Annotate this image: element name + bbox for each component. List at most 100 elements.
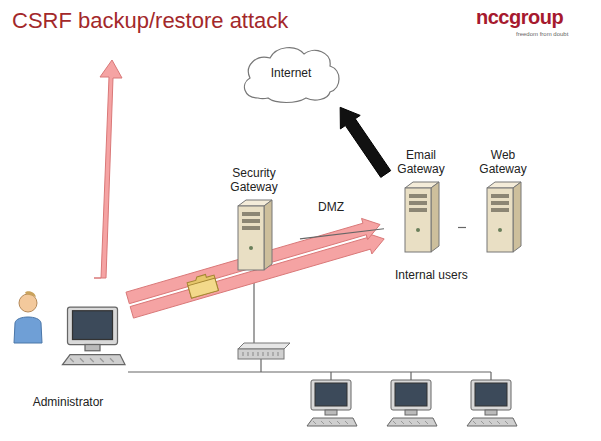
logo-tagline: freedom from doubt <box>516 30 568 38</box>
drawing-part <box>243 352 244 356</box>
arrow-shape <box>340 107 391 177</box>
drawing-part <box>242 226 260 230</box>
drawing-part <box>186 272 218 298</box>
link-line <box>300 229 384 239</box>
server-icon <box>401 180 441 254</box>
drawing-part <box>311 380 351 410</box>
internet-cloud: Internet <box>236 42 346 104</box>
drawing-part <box>242 212 260 216</box>
drawing-part <box>248 352 249 356</box>
node-label: Email Gateway <box>388 148 454 176</box>
network-link <box>300 229 384 239</box>
drawing-part <box>513 182 521 252</box>
computer-icon <box>307 380 357 426</box>
logo-text: nccgroup <box>476 6 563 28</box>
drawing-part <box>491 208 509 212</box>
server-icon <box>483 180 523 254</box>
drawing-part <box>345 421 348 424</box>
drawing-part <box>243 352 278 356</box>
drawing-part <box>395 383 427 406</box>
drawing-part <box>70 358 74 362</box>
drawing-part <box>417 421 420 424</box>
drawing-part <box>128 371 491 372</box>
drawing-part <box>325 410 337 415</box>
drawing-part <box>405 188 431 252</box>
drawing-part <box>238 349 284 359</box>
drawing-part <box>485 410 497 415</box>
drawing-part <box>264 200 272 270</box>
person-icon <box>14 291 42 343</box>
drawing-part <box>263 352 264 356</box>
drawing-part <box>329 421 332 424</box>
server-node: Security Gateway <box>212 166 296 272</box>
administrator-icon <box>8 283 128 395</box>
drawing-part <box>475 383 507 406</box>
drawing-part <box>425 421 428 424</box>
drawing-part <box>90 358 94 362</box>
drawing-part <box>409 201 427 205</box>
internal-computers <box>307 380 517 426</box>
label-holder: freedom from doubt <box>516 30 568 38</box>
drawing-part <box>405 410 417 415</box>
drawing-part <box>401 421 404 424</box>
drawing-part <box>278 352 279 356</box>
drawing-part <box>409 194 427 198</box>
drawing-part <box>19 294 37 312</box>
drawing-part <box>307 418 357 426</box>
node-label: Administrator <box>31 395 106 409</box>
drawing-part <box>14 317 42 343</box>
backup-folder-icon <box>186 272 218 298</box>
label-holder: nccgroup <box>476 6 563 28</box>
drawing-part <box>409 421 412 424</box>
server-node: Email Gateway <box>388 148 454 254</box>
drawing-part <box>80 358 84 362</box>
drawing-part <box>258 352 259 356</box>
computer-icon <box>63 307 126 365</box>
drawing-part <box>416 228 420 232</box>
zone-label: DMZ <box>318 200 344 214</box>
node-label: Security Gateway <box>212 166 296 194</box>
network-link <box>458 227 466 228</box>
drawing-part <box>253 352 254 356</box>
drawing-part <box>497 421 500 424</box>
drawing-part <box>481 421 484 424</box>
drawing-part <box>110 358 114 362</box>
node-label: Web Gateway <box>470 148 536 176</box>
drawing-part <box>249 246 253 250</box>
drawing-part <box>387 418 437 426</box>
drawing-part <box>273 352 274 356</box>
drawing-part <box>490 372 491 380</box>
computer-icon <box>467 380 517 426</box>
slide-title: CSRF backup/restore attack <box>12 8 288 34</box>
drawing-part <box>242 219 260 223</box>
drawing-part <box>409 208 427 212</box>
drawing-part <box>491 201 509 205</box>
label-holder: DMZ <box>318 200 344 214</box>
drawing-part <box>238 206 264 270</box>
node-label: Internet <box>269 66 314 80</box>
admin-workstation: Administrator <box>8 283 128 409</box>
drawing-part <box>505 421 508 424</box>
drawing-part <box>391 380 431 410</box>
computer-icon <box>387 380 437 426</box>
drawing-part <box>473 421 476 424</box>
server-node: Web Gateway <box>470 148 536 254</box>
server-icon <box>234 198 274 272</box>
drawing-part <box>393 421 396 424</box>
drawing-part <box>85 345 100 351</box>
drawing-part <box>268 352 269 356</box>
cloud-shape <box>244 48 339 103</box>
drawing-part <box>467 418 517 426</box>
drawing-part <box>431 182 439 252</box>
drawing-part <box>73 311 113 340</box>
drawing-part <box>68 307 118 345</box>
drawing-part <box>238 343 290 349</box>
drawing-part <box>321 421 324 424</box>
drawing-part <box>487 188 513 252</box>
drawing-part <box>330 372 331 380</box>
flow-arrow <box>340 107 391 177</box>
title-text: CSRF backup/restore attack <box>12 8 288 34</box>
drawing-part <box>188 278 218 298</box>
drawing-part <box>315 383 347 406</box>
